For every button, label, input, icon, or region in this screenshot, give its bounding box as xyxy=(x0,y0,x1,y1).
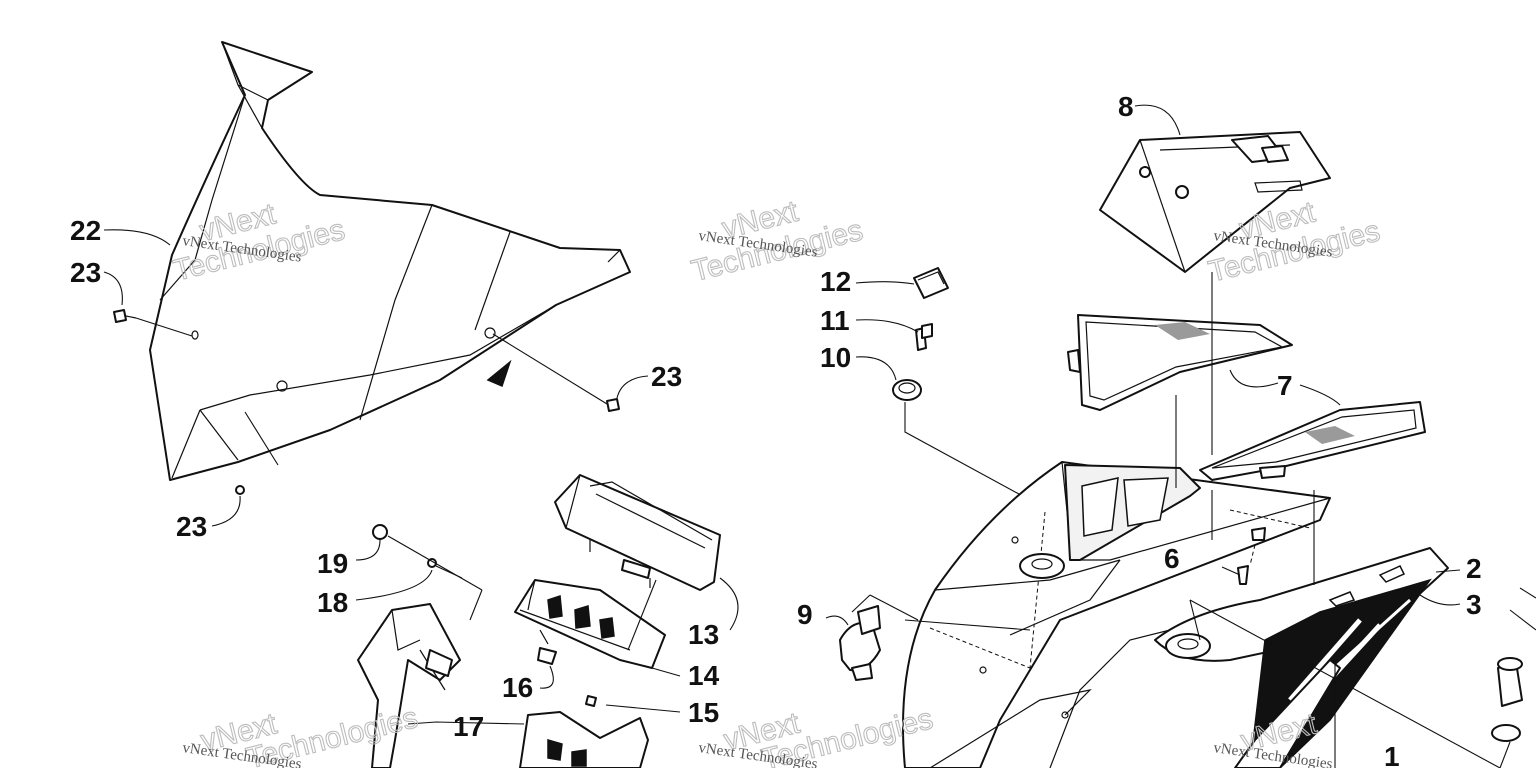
windshield-hardware xyxy=(113,309,620,495)
callout-22: 22 xyxy=(70,215,101,246)
callouts: 22 23 23 23 12 11 10 9 8 7 6 2 3 1 13 14… xyxy=(70,91,1482,768)
callout-7: 7 xyxy=(1277,370,1293,401)
callout-18: 18 xyxy=(317,587,348,618)
clip xyxy=(1221,527,1266,585)
callout-16: 16 xyxy=(502,672,533,703)
callout-1: 1 xyxy=(1384,741,1400,768)
callout-17: 17 xyxy=(453,711,484,742)
lenses xyxy=(1067,272,1426,585)
mount-bracket xyxy=(355,524,649,768)
callout-9: 9 xyxy=(797,599,813,630)
hood-body xyxy=(902,461,1331,768)
callout-19: 19 xyxy=(317,548,348,579)
fuel-cap-parts xyxy=(1491,587,1536,768)
callout-23-top: 23 xyxy=(70,257,101,288)
callout-2: 2 xyxy=(1466,553,1482,584)
ignition-parts xyxy=(892,267,1053,513)
storage-box xyxy=(1099,104,1331,273)
callout-10: 10 xyxy=(820,342,851,373)
callout-6: 6 xyxy=(1164,543,1180,574)
callout-13: 13 xyxy=(688,619,719,650)
callout-3: 3 xyxy=(1466,589,1482,620)
callout-12: 12 xyxy=(820,266,851,297)
callout-14: 14 xyxy=(688,660,720,691)
gauge-assembly xyxy=(514,474,739,713)
callout-11: 11 xyxy=(820,305,850,336)
side-panel xyxy=(1154,547,1501,768)
callout-15: 15 xyxy=(688,697,719,728)
callout-23-right: 23 xyxy=(651,361,682,392)
callout-23-bottom: 23 xyxy=(176,511,207,542)
windshield xyxy=(149,41,631,481)
arrow-icon xyxy=(486,359,512,388)
callout-8: 8 xyxy=(1118,91,1134,122)
fuel-sender xyxy=(825,594,919,681)
